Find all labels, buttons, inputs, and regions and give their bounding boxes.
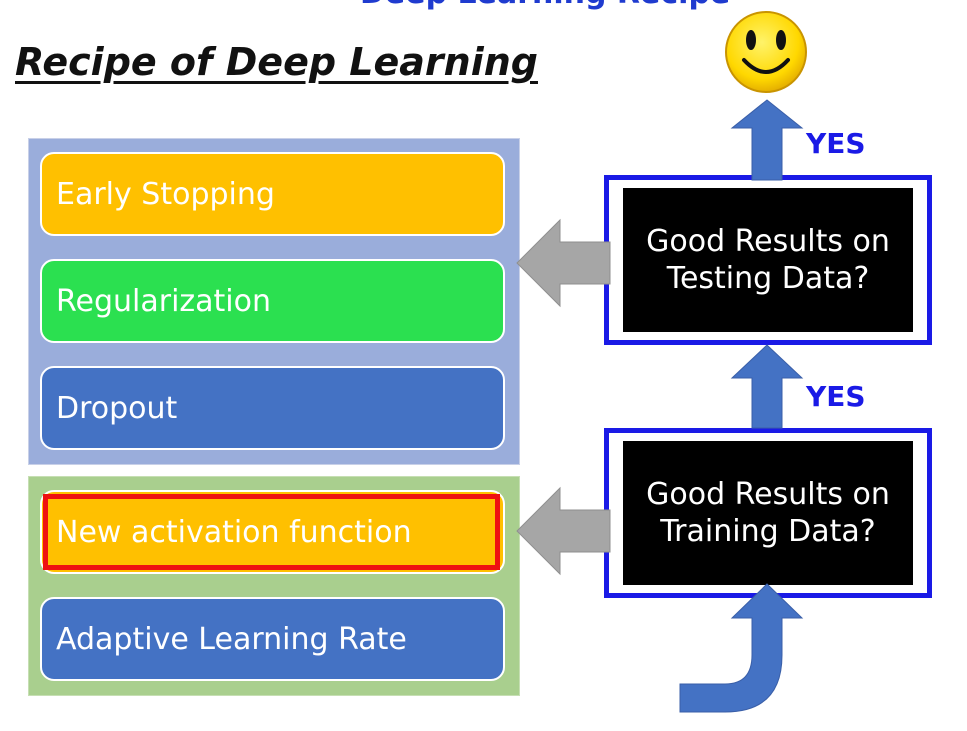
method-regularization[interactable]: Regularization xyxy=(40,259,505,343)
testing-decision-line2: Testing Data? xyxy=(666,261,870,296)
testing-decision-text: Good Results on Testing Data? xyxy=(623,188,913,332)
method-early-stopping[interactable]: Early Stopping xyxy=(40,152,505,236)
gray-arrow-lower xyxy=(516,486,611,576)
yes-label-middle: YES xyxy=(806,380,866,413)
training-decision-line1: Good Results on xyxy=(646,476,890,512)
testing-decision-box: Good Results on Testing Data? xyxy=(604,175,932,345)
training-decision-line2: Training Data? xyxy=(660,514,876,549)
page-title: Recipe of Deep Learning xyxy=(15,40,538,84)
entry-arrow xyxy=(679,583,804,713)
method-adaptive-learning-rate[interactable]: Adaptive Learning Rate xyxy=(40,597,505,681)
training-decision-box: Good Results on Training Data? xyxy=(604,428,932,598)
training-decision-text: Good Results on Training Data? xyxy=(623,441,913,585)
testing-decision-line1: Good Results on xyxy=(646,223,890,259)
yes-arrow-middle xyxy=(730,344,804,429)
yes-label-top: YES xyxy=(806,127,866,160)
method-new-activation-function[interactable]: New activation function xyxy=(40,490,505,574)
yes-arrow-top xyxy=(730,99,804,181)
gray-arrow-upper xyxy=(516,218,611,308)
top-strip-heading: Deep Learning Recipe xyxy=(360,0,730,11)
method-dropout[interactable]: Dropout xyxy=(40,366,505,450)
smiley-icon xyxy=(725,11,807,93)
